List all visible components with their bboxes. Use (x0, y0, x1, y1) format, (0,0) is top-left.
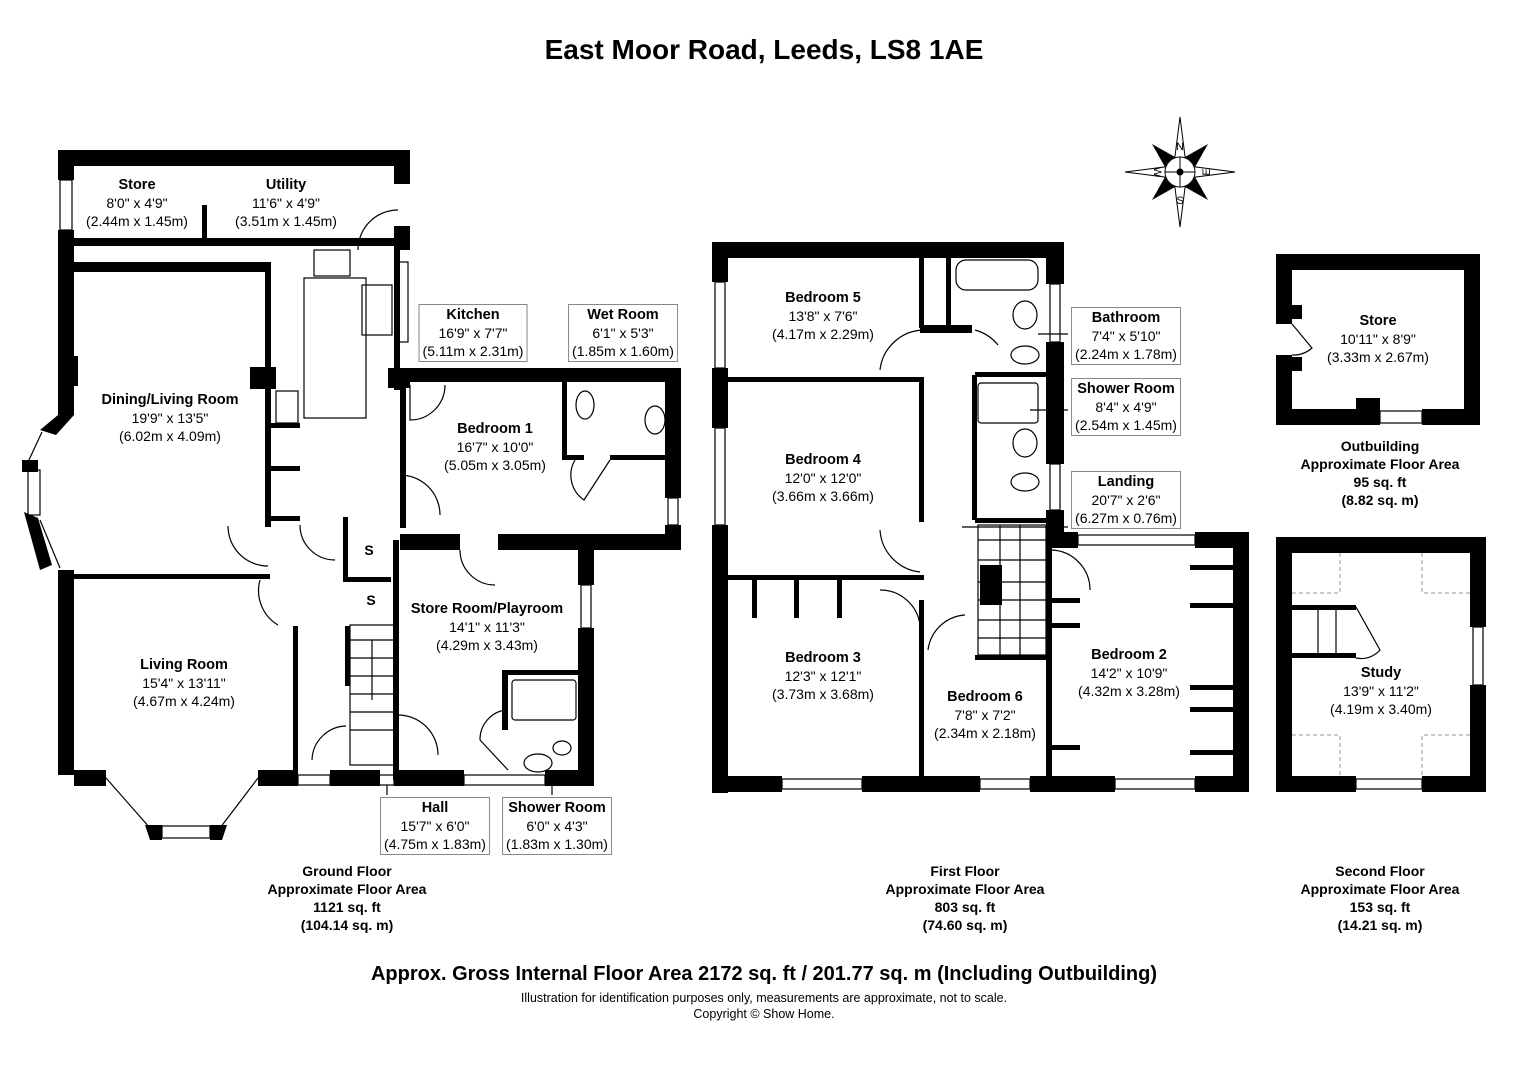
room-label-bedroom-4: Bedroom 4 12'0" x 12'0" (3.66m x 3.66m) (772, 452, 874, 504)
room-label-dining-living-room: Dining/Living Room 19'9" x 13'5" (6.02m … (101, 392, 239, 444)
ground-floor-walls (22, 150, 681, 840)
storage-cupboard-label: S (366, 592, 376, 608)
svg-text:N: N (1176, 141, 1184, 153)
outbuilding-area: Outbuilding Approximate Floor Area 95 sq… (1300, 438, 1460, 508)
room-label-bedroom-5: Bedroom 5 13'8" x 7'6" (4.17m x 2.29m) (772, 290, 874, 342)
copyright: Copyright © Show Home. (693, 1007, 835, 1021)
compass-rose-icon: N S W E (1124, 116, 1236, 228)
first-floor-area: First Floor Approximate Floor Area 803 s… (885, 863, 1045, 933)
room-label-bedroom-1: Bedroom 1 16'7" x 10'0" (5.05m x 3.05m) (444, 421, 546, 473)
second-floor-fixtures (1317, 606, 1484, 790)
room-label-bedroom-2: Bedroom 2 14'2" x 10'9" (4.32m x 3.28m) (1078, 647, 1180, 699)
room-label-shower-room-first: Shower Room 8'4" x 4'9" (2.54m x 1.45m) (1071, 378, 1181, 436)
first-floor-walls (712, 242, 1249, 793)
room-label-hall: Hall 15'7" x 6'0" (4.75m x 1.83m) (380, 797, 490, 855)
ground-floor-area: Ground Floor Approximate Floor Area 1121… (267, 863, 427, 933)
svg-text:E: E (1201, 168, 1213, 175)
outbuilding-fixtures (1291, 323, 1423, 424)
room-label-bedroom-3: Bedroom 3 12'3" x 12'1" (3.73m x 3.68m) (772, 650, 874, 702)
room-label-bedroom-6: Bedroom 6 7'8" x 7'2" (2.34m x 2.18m) (934, 689, 1036, 741)
room-label-living-room: Living Room 15'4" x 13'11" (4.67m x 4.24… (133, 657, 235, 709)
svg-text:S: S (1176, 195, 1183, 207)
first-floor-fixtures (714, 259, 1196, 790)
svg-text:W: W (1151, 167, 1163, 178)
room-label-store-room-playroom: Store Room/Playroom 14'1" x 11'3" (4.29m… (410, 601, 564, 653)
storage-cupboard-label: S (364, 542, 374, 558)
room-label-utility: Utility 11'6" x 4'9" (3.51m x 1.45m) (235, 177, 337, 229)
room-label-kitchen: Kitchen 16'9" x 7'7" (5.11m x 2.31m) (418, 304, 528, 362)
disclaimer: Illustration for identification purposes… (520, 991, 1008, 1005)
second-floor-area: Second Floor Approximate Floor Area 153 … (1300, 863, 1460, 933)
gross-internal-area: Approx. Gross Internal Floor Area 2172 s… (370, 963, 1158, 985)
room-label-outbuilding-store: Store 10'11" x 8'9" (3.33m x 2.67m) (1327, 313, 1429, 365)
outbuilding-walls (1276, 254, 1480, 425)
second-floor-eaves (1292, 553, 1470, 776)
room-label-bathroom: Bathroom 7'4" x 5'10" (2.24m x 1.78m) (1071, 307, 1181, 365)
room-label-wet-room: Wet Room 6'1" x 5'3" (1.85m x 1.60m) (568, 304, 678, 362)
room-label-shower-room-ground: Shower Room 6'0" x 4'3" (1.83m x 1.30m) (502, 797, 612, 855)
second-floor-walls (1276, 537, 1486, 792)
ground-floor-fixtures (27, 179, 679, 839)
room-label-store: Store 8'0" x 4'9" (2.44m x 1.45m) (86, 177, 188, 229)
room-label-landing: Landing 20'7" x 2'6" (6.27m x 0.76m) (1071, 471, 1181, 529)
page-title: East Moor Road, Leeds, LS8 1AE (544, 34, 984, 65)
room-label-study: Study 13'9" x 11'2" (4.19m x 3.40m) (1330, 665, 1432, 717)
